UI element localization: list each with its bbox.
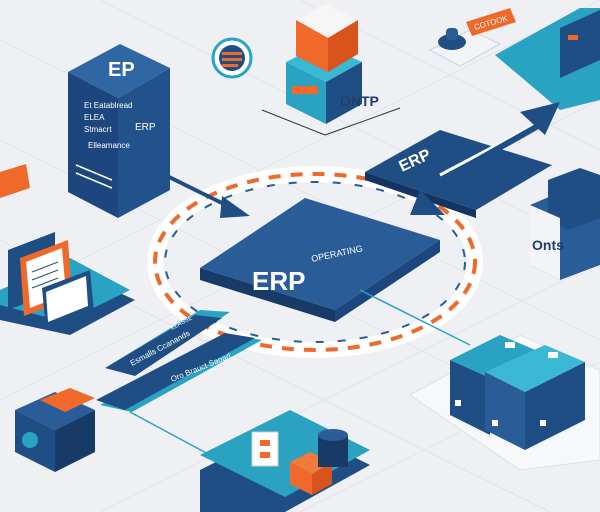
server-left-face: [68, 72, 118, 218]
server-top-label: EP: [108, 59, 135, 81]
laptop-screen: [46, 276, 88, 322]
database-cylinder-top: [318, 429, 348, 441]
orange-cube: [312, 462, 332, 495]
arrow-card-stripe: [458, 119, 547, 173]
server-vent-line: [75, 172, 113, 189]
banner-upper-shape: [105, 315, 222, 376]
cabinet-drawer: [260, 440, 270, 446]
device-knob: [446, 28, 458, 40]
orange-cube: [328, 20, 358, 72]
arrow-card: ERP: [365, 102, 560, 218]
arrow-card-face: [365, 130, 552, 210]
box-label-plate: [568, 35, 578, 40]
server-line: Et Eatablread: [84, 101, 132, 110]
arrow-head-icon: [520, 102, 560, 135]
orange-cube: [296, 4, 358, 38]
bottom-center-platform: [200, 410, 370, 512]
arrow-icon: [410, 190, 445, 215]
device-base: [428, 29, 502, 67]
box-indicator: [492, 420, 498, 426]
top-tag-device: COTOOK: [428, 8, 516, 67]
file-cabinet: [251, 431, 279, 467]
server-tower: EP Et Eatablread ELEA Stmacrt Elleamance…: [68, 44, 170, 218]
teal-box: [326, 62, 362, 124]
center-card-face[interactable]: [200, 198, 440, 310]
cube-top: [548, 168, 600, 230]
connector-line: [324, 107, 401, 136]
connector-line: [359, 289, 471, 346]
box-indicator: [455, 400, 461, 406]
connector-line: [261, 109, 326, 136]
box-drawer: [292, 86, 318, 94]
center-card-title: ERP: [252, 266, 305, 296]
device-knob: [438, 34, 466, 50]
storage-box: [525, 362, 585, 450]
cube-label-panel: [530, 205, 560, 280]
server-line: ELEA: [84, 113, 105, 122]
box-label-plate: [505, 342, 515, 348]
bottom-left-device: [15, 388, 95, 472]
arrow-icon: [164, 173, 250, 218]
orange-cube: [296, 20, 328, 72]
document-text-lines: [31, 261, 59, 289]
device-lid: [40, 388, 95, 412]
orange-cube: [290, 462, 312, 495]
left-workstation-platform: [0, 232, 135, 335]
server-line: Stmacrt: [84, 125, 112, 134]
center-erp-card[interactable]: ERP OPERATING: [200, 198, 471, 346]
right-cube-label: Onts: [532, 237, 564, 253]
top-box-label: ONTP: [340, 93, 379, 109]
orange-tag: [0, 164, 30, 198]
storage-box: [485, 345, 585, 392]
stacked-boxes: ONTP: [261, 4, 401, 136]
banner-lower-shape: [96, 333, 255, 410]
device-side: [55, 410, 95, 472]
server-line: Elleamance: [88, 141, 130, 150]
connector-line: [129, 411, 211, 456]
server-vent-line: [75, 164, 113, 181]
banners: ELASSE Esmalls Ccanands Oro Brauct Saoad: [96, 310, 262, 456]
storage-box: [450, 335, 540, 378]
box-indicator: [540, 420, 546, 426]
storage-box: [450, 360, 490, 435]
top-tag: [466, 8, 516, 36]
center-card-edge: [335, 240, 440, 322]
bottom-right-platform: [409, 334, 600, 471]
server-side-label: ERP: [135, 122, 156, 133]
right-cube: Onts: [530, 168, 600, 280]
cabinet-drawer: [260, 452, 270, 458]
device-lens: [22, 432, 38, 448]
top-right-platform: [495, 8, 600, 110]
circle-logo-icon: [211, 37, 253, 79]
server-top-face: [68, 44, 170, 98]
center-card-edge: [200, 268, 335, 322]
cycle-ring: [147, 166, 483, 358]
server-right-face: [118, 68, 170, 218]
box-label-plate: [548, 352, 558, 358]
navy-box: [560, 10, 600, 78]
storage-box: [485, 372, 525, 450]
